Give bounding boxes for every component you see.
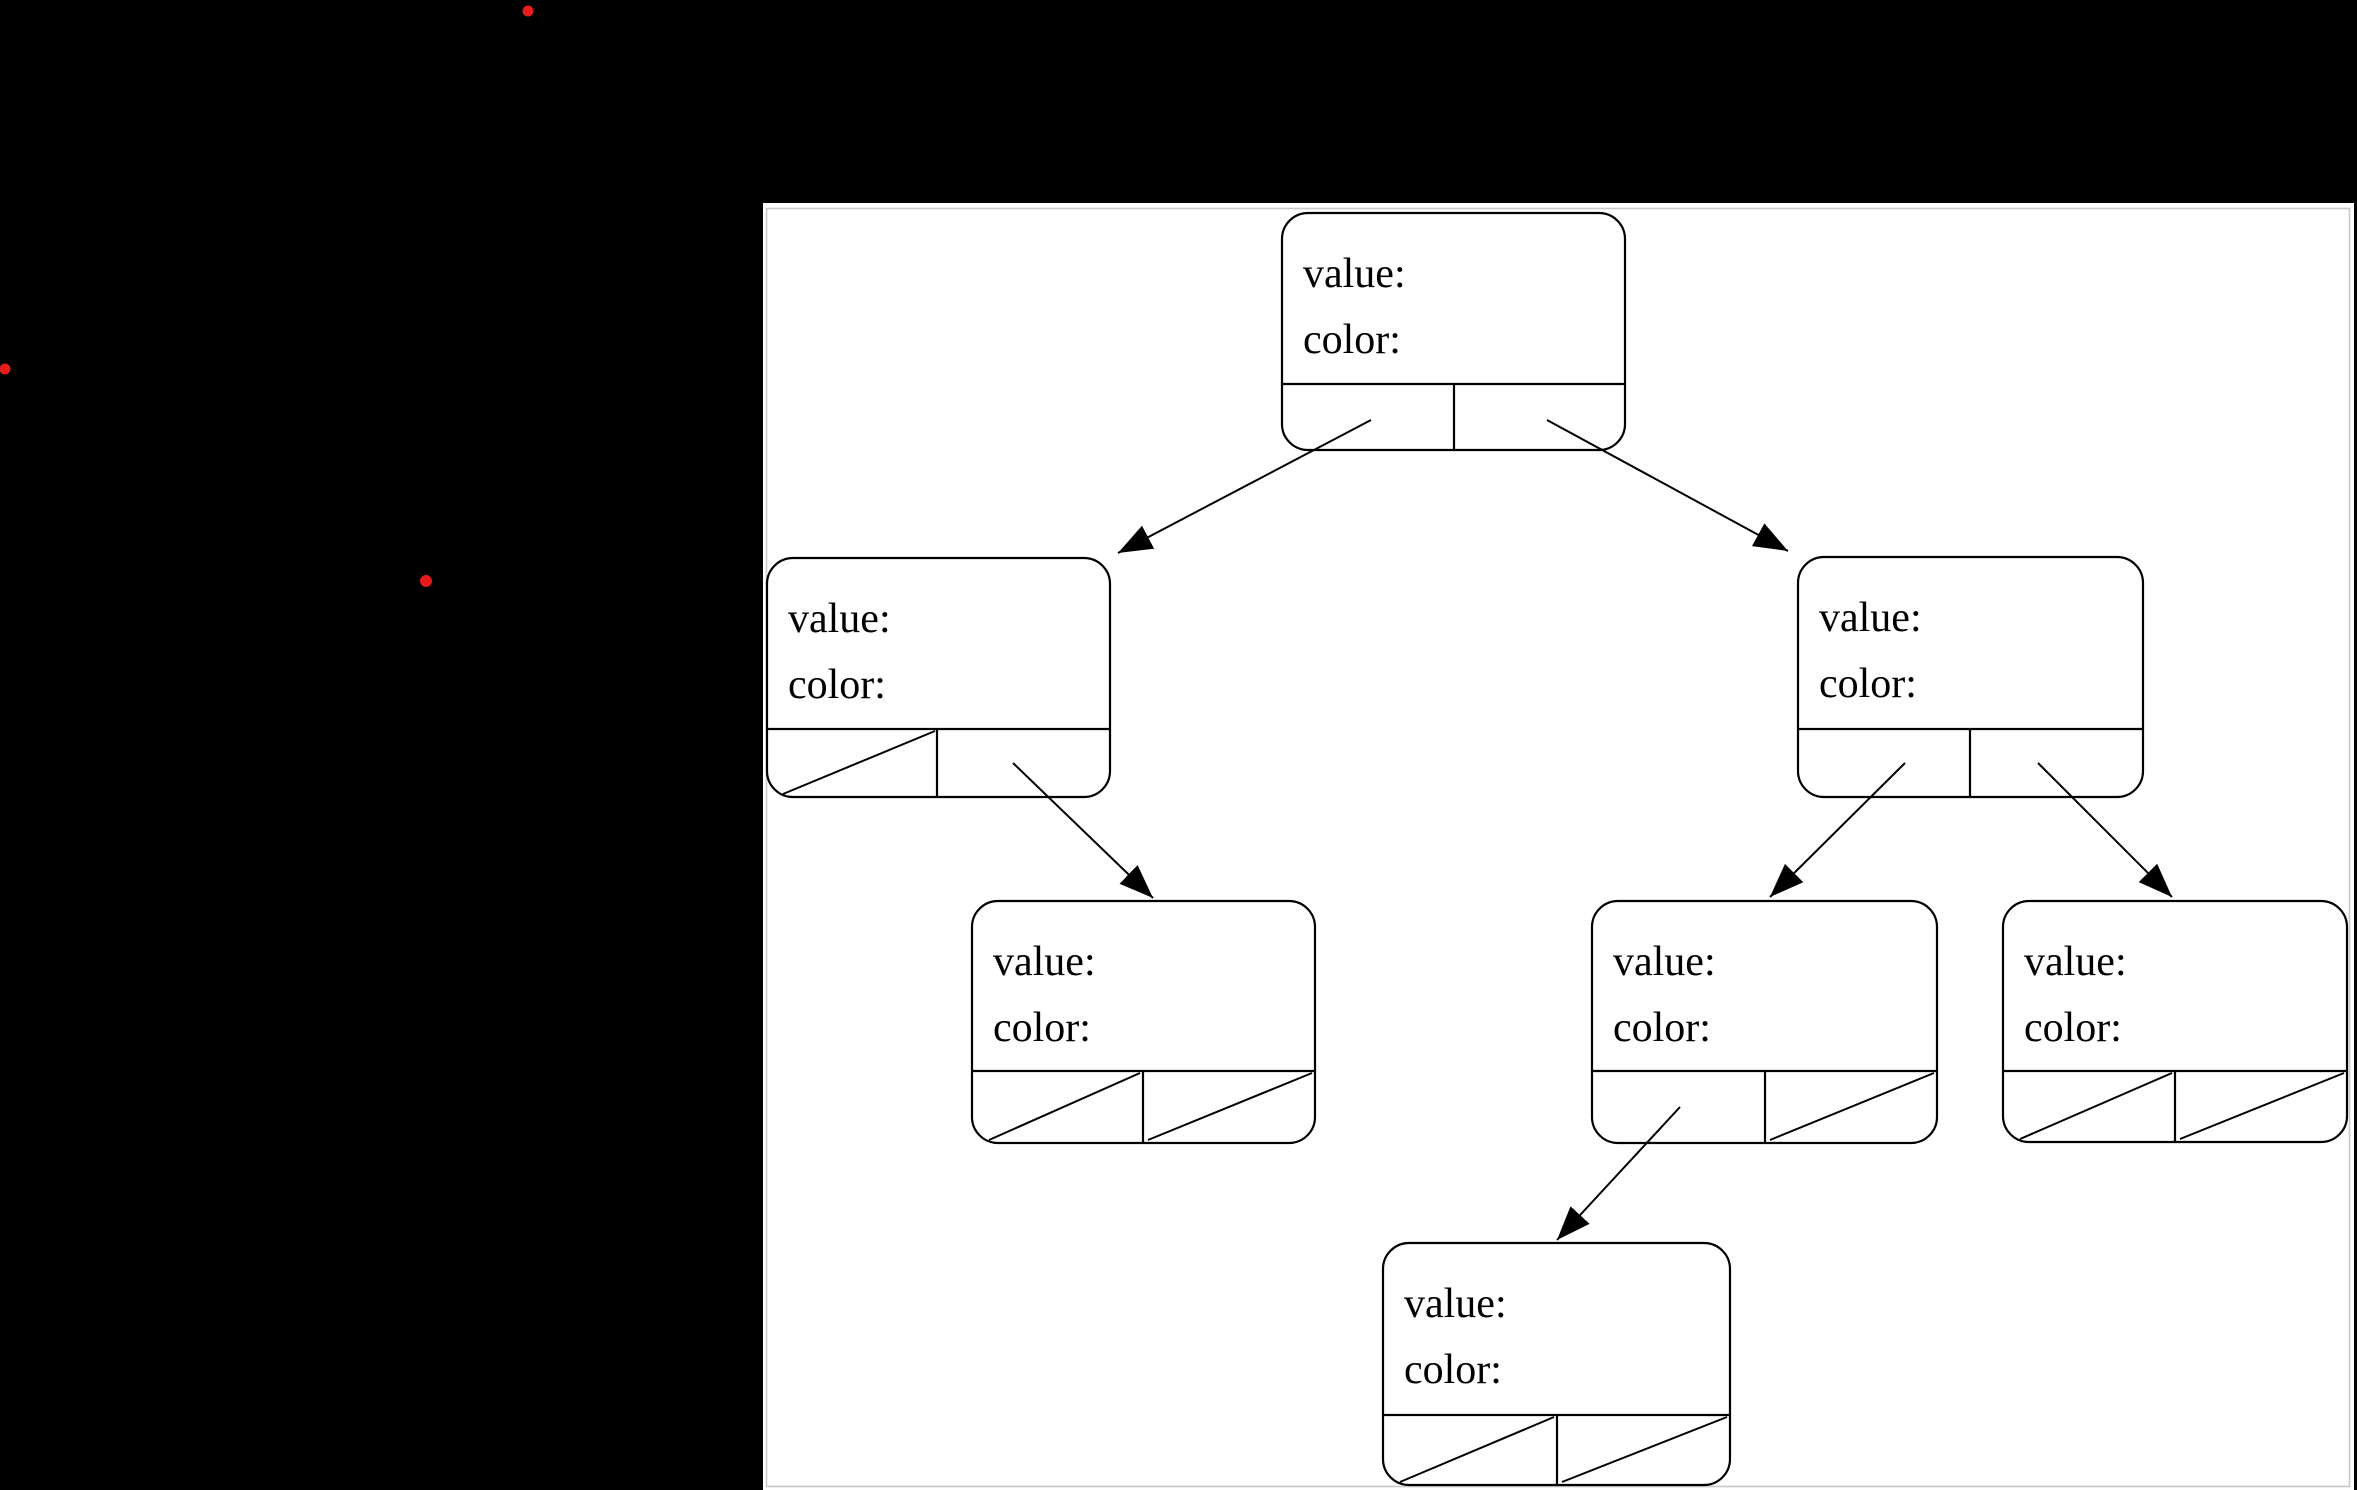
node-color-label: color: [993,1005,1091,1051]
node-color-label: color: [1613,1005,1711,1051]
child-pointer-arrow-root-right [1546,419,1789,552]
node-box [765,556,1112,799]
red-dot-icon [522,5,534,17]
null-pointer-diagonal [2019,1072,2173,1140]
node-value-label: value: [1303,251,1406,297]
node-value-label: value: [2024,939,2127,985]
node-value-label: value: [993,939,1096,985]
node-value-label: value: [1819,595,1922,641]
child-pointer-arrow-rightchild-left [1769,762,1906,898]
tree-node-right-right-grandchild [2001,899,2349,1144]
node-color-label: color: [788,662,886,708]
tree-diagram: value: color: value: color: value: color… [765,207,2351,1488]
null-pointer-diagonal [2179,1072,2345,1140]
node-color-label: color: [1404,1347,1502,1393]
node-value-label: value: [1613,939,1716,985]
child-pointer-arrow-root-left [1117,419,1372,554]
red-dot-icon [0,363,11,375]
tree-node-left-child [765,556,1112,799]
child-pointer-arrow-rightchild-right [2037,762,2173,898]
null-pointer-diagonal [782,730,936,795]
tree-node-root [1280,211,1627,452]
child-pointer-arrow-leftchild-right [1012,762,1154,899]
null-pointer-diagonal [1147,1072,1313,1141]
null-pointer-diagonal [1399,1416,1555,1483]
tree-lines [765,211,2349,1487]
node-color-label: color: [1303,317,1401,363]
child-pointer-arrow-rlgrandchild-left [1556,1106,1681,1241]
tree-node-left-right-grandchild [970,899,1317,1145]
node-color-label: color: [1819,661,1917,707]
node-value-label: value: [788,596,891,642]
tree-node-right-child [1796,555,2145,799]
null-pointer-diagonal [988,1072,1141,1141]
tree-labels: value: color: value: color: value: color… [788,251,2127,1393]
tree-edges [1012,419,2173,1241]
red-dot-icon [420,575,432,587]
null-pointer-diagonal [1561,1416,1728,1483]
node-value-label: value: [1404,1281,1507,1327]
page-frame-border [765,207,2351,1488]
null-pointer-diagonal [1769,1072,1935,1141]
document-page-panel: value: color: value: color: value: color… [763,203,2354,1490]
node-color-label: color: [2024,1005,2122,1051]
tree-node-bottom-great-grandchild [1381,1241,1732,1487]
tree-node-right-left-grandchild [1590,899,1939,1145]
